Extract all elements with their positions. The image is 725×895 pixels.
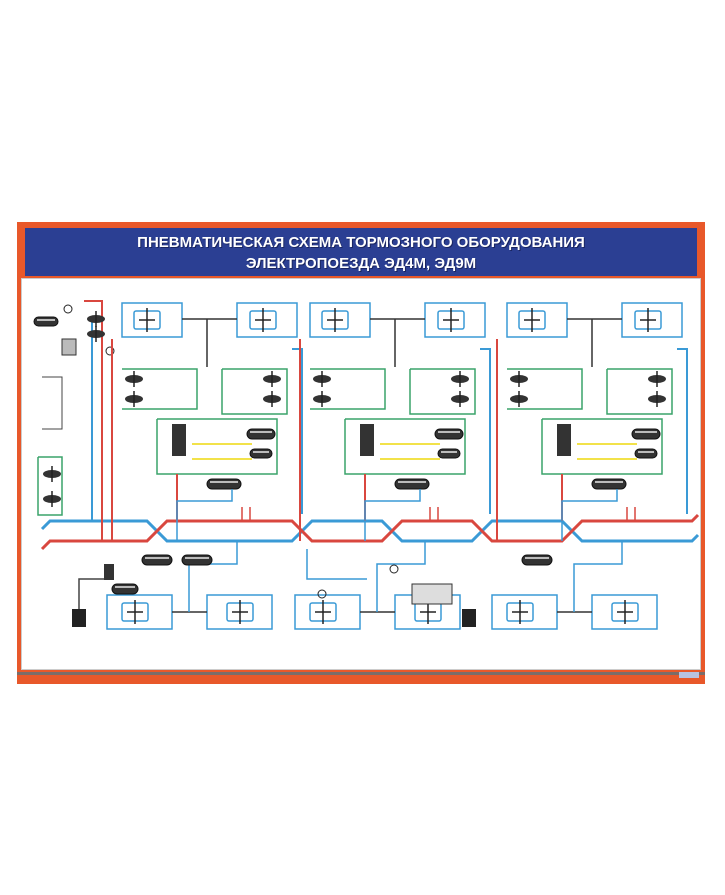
car-1-bottom-feed <box>188 541 238 612</box>
car-3-feed-branch <box>561 489 618 541</box>
compressor-icon <box>462 609 476 627</box>
car-2-spare-reservoir <box>434 428 464 440</box>
brake-main-pipe <box>40 513 700 551</box>
car-3-feed-branch <box>677 348 688 514</box>
pressure-gauge-icon <box>389 564 399 574</box>
car-1-control-reservoir <box>249 448 273 459</box>
middle-feed-line <box>306 549 367 580</box>
compressor-icon <box>72 609 86 627</box>
car-3-bottom-frame-right <box>591 594 658 630</box>
car-2-control-reservoir <box>437 448 461 459</box>
car-1-distributor-frame <box>156 418 278 475</box>
feed-main-pipe <box>40 519 700 543</box>
compressor-line <box>78 578 104 609</box>
car-3-spare-reservoir <box>631 428 661 440</box>
publisher-mark <box>679 672 699 678</box>
car-3-valve-circuit-right <box>606 368 673 415</box>
bottom-band <box>17 672 705 684</box>
bottom-strip <box>17 672 705 675</box>
car-1-feed-branch <box>292 348 303 514</box>
car-1-valve-circuit-left <box>122 368 198 410</box>
reservoir-highlight <box>595 481 623 483</box>
car-2-valve-circuit-right <box>409 368 476 415</box>
title-line-1: ПНЕВМАТИЧЕСКАЯ СХЕМА ТОРМОЗНОГО ОБОРУДОВ… <box>137 234 585 251</box>
car-2-bogie-frame-right <box>424 302 486 338</box>
car-1-air-distributor <box>172 424 186 456</box>
reservoir-highlight <box>210 481 238 483</box>
car-1-spare-reservoir <box>246 428 276 440</box>
car-3-bogie-frame-right <box>621 302 683 338</box>
car-3-bogie-frame-left <box>506 302 568 338</box>
driver-brake-valve <box>61 338 77 356</box>
reservoir-highlight <box>398 481 426 483</box>
car-1-bogie-frame-left <box>121 302 183 338</box>
brake-riser <box>84 300 103 541</box>
reservoir-highlight <box>115 586 135 588</box>
car-2-auxiliary-reservoir <box>394 478 430 490</box>
reservoir-highlight <box>638 451 654 453</box>
reservoir <box>141 554 173 566</box>
car-1-bottom-frame-right <box>206 594 273 630</box>
reservoir-highlight <box>438 431 460 433</box>
title-line-2: ЭЛЕКТРОПОЕЗДА ЭД4М, ЭД9М <box>245 255 477 272</box>
pressure-gauge-icon <box>63 304 73 314</box>
reservoir <box>111 583 139 595</box>
car-1-valve-circuit-right <box>221 368 288 415</box>
reservoir <box>521 554 553 566</box>
filter-icon <box>104 564 114 580</box>
car-2-feed-branch <box>364 489 421 541</box>
car-1-feed-branch <box>176 489 233 541</box>
car-2-bottom-frame-right <box>394 594 461 630</box>
car-3-auxiliary-reservoir <box>591 478 627 490</box>
reservoir-highlight <box>441 451 457 453</box>
car-2-bottom-feed <box>376 541 426 612</box>
car-3-bottom-feed <box>573 541 623 612</box>
pressure-gauge-icon <box>105 346 115 356</box>
reservoir-highlight <box>253 451 269 453</box>
reservoir-highlight <box>635 431 657 433</box>
car-2-valve-circuit-left <box>310 368 386 410</box>
car-3-control-reservoir <box>634 448 658 459</box>
control-circuit <box>42 376 63 430</box>
car-1-auxiliary-reservoir <box>206 478 242 490</box>
car-1-bogie-frame-right <box>236 302 298 338</box>
auxiliary-circuit <box>37 456 63 516</box>
reservoir-highlight <box>185 557 209 559</box>
car-3-air-distributor <box>557 424 571 456</box>
reservoir-highlight <box>525 557 549 559</box>
poster-header: ПНЕВМАТИЧЕСКАЯ СХЕМА ТОРМОЗНОГО ОБОРУДОВ… <box>25 228 697 276</box>
car-3-distributor-frame <box>541 418 663 475</box>
poster: ПНЕВМАТИЧЕСКАЯ СХЕМА ТОРМОЗНОГО ОБОРУДОВ… <box>17 222 705 684</box>
reservoir-highlight <box>145 557 169 559</box>
reservoir-highlight <box>250 431 272 433</box>
reservoir <box>181 554 213 566</box>
car-2-bogie-frame-left <box>309 302 371 338</box>
car-2-feed-branch <box>480 348 491 514</box>
pneumatic-diagram <box>33 300 700 630</box>
motor-compressor <box>411 583 453 605</box>
car-2-air-distributor <box>360 424 374 456</box>
diagram-panel <box>21 278 701 670</box>
car-2-distributor-frame <box>344 418 466 475</box>
car-3-valve-circuit-left <box>507 368 583 410</box>
reservoir-highlight <box>37 319 55 321</box>
main-reservoir <box>33 316 59 327</box>
pressure-gauge-icon <box>317 589 327 599</box>
